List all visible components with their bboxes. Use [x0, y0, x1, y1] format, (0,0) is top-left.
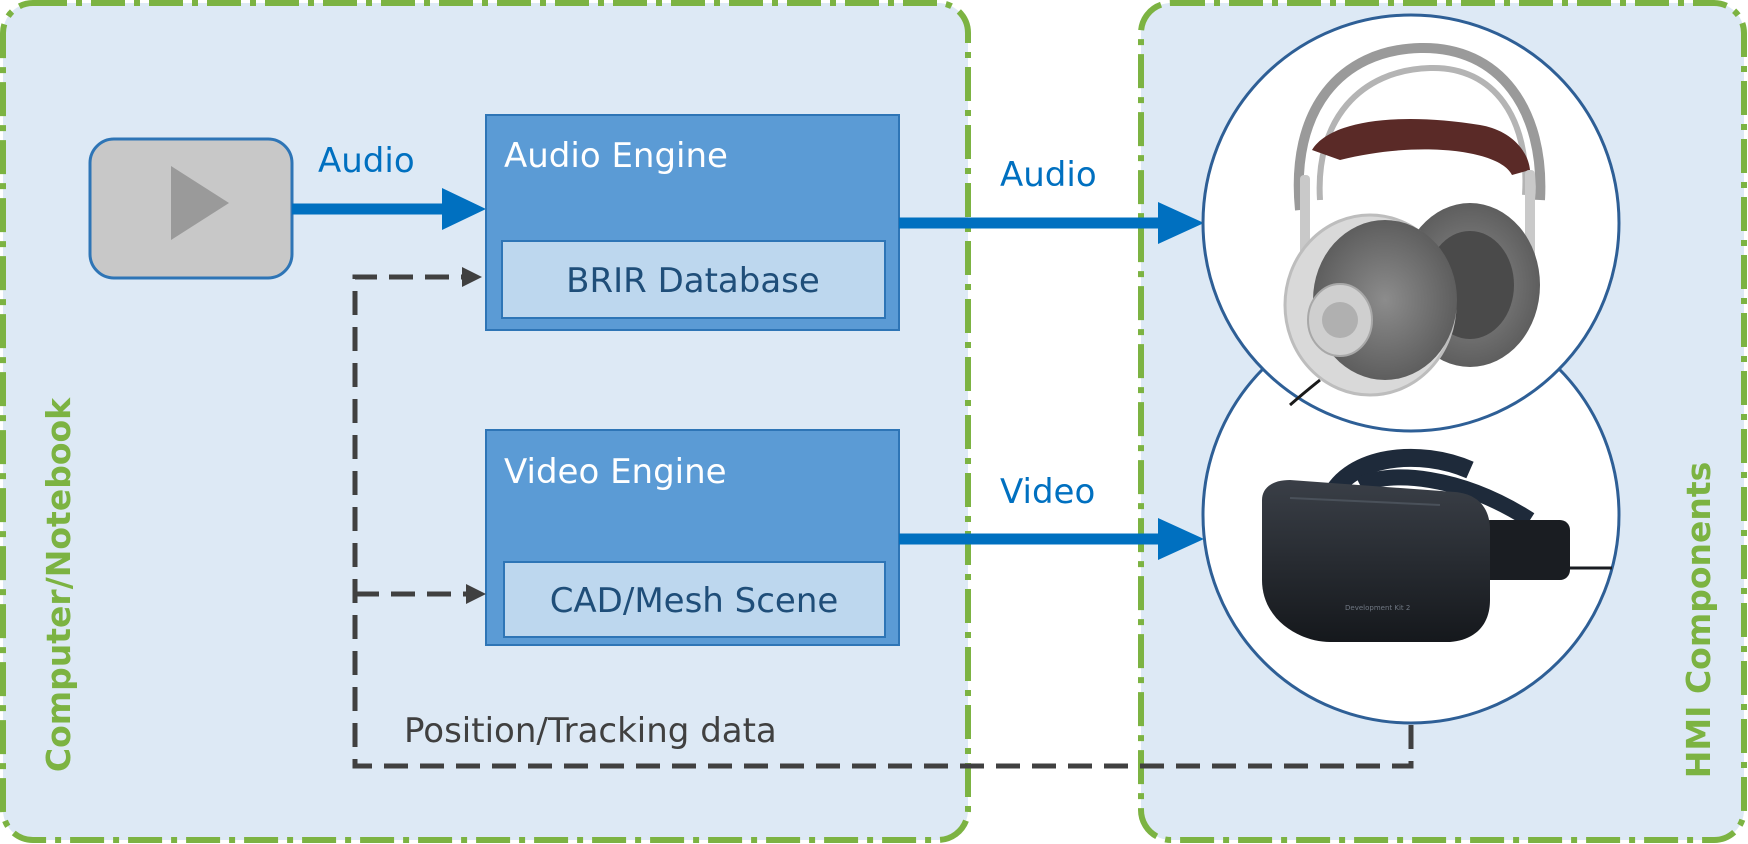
- brir-database-label: BRIR Database: [566, 261, 820, 301]
- audio-input-label: Audio: [318, 141, 415, 181]
- vr-headset-circle: Development Kit 2: [1201, 305, 1621, 725]
- vr-headset-print: Development Kit 2: [1345, 604, 1410, 612]
- vr-headset-icon: Development Kit 2: [1262, 448, 1612, 642]
- tracking-arrowhead-video: [466, 584, 486, 604]
- video-output-arrow: [899, 518, 1204, 560]
- video-output-label: Video: [1000, 472, 1095, 512]
- audio-engine-label: Audio Engine: [504, 136, 728, 176]
- audio-output-label: Audio: [1000, 155, 1097, 195]
- headphones-circle: [1201, 13, 1621, 433]
- brir-database-box: BRIR Database: [501, 240, 886, 319]
- video-engine-box: Video Engine CAD/Mesh Scene: [485, 429, 900, 646]
- audio-input-arrow: [292, 188, 486, 230]
- hmi-components-label: HMI Components: [1679, 462, 1718, 779]
- headphones-icon: [1283, 42, 1546, 407]
- video-engine-label: Video Engine: [504, 452, 727, 492]
- tracking-data-label: Position/Tracking data: [404, 711, 777, 751]
- audio-output-arrow: [899, 202, 1204, 244]
- audio-engine-box: Audio Engine BRIR Database: [485, 114, 900, 331]
- tracking-arrowhead-audio: [462, 267, 482, 287]
- computer-notebook-label: Computer/Notebook: [39, 397, 78, 772]
- tracking-data-path: [352, 274, 1414, 769]
- media-player[interactable]: [88, 137, 294, 280]
- play-icon: [171, 166, 229, 240]
- cad-mesh-scene-box: CAD/Mesh Scene: [503, 561, 886, 638]
- cad-mesh-scene-label: CAD/Mesh Scene: [550, 581, 839, 621]
